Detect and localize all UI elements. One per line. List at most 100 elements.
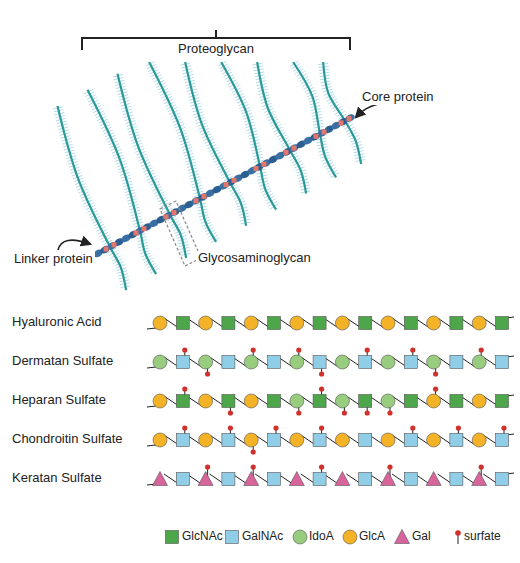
leader-arrow — [58, 240, 90, 250]
gag-row — [147, 386, 514, 415]
sulfate-dot — [410, 347, 415, 352]
figure-label: Linker protein — [12, 252, 95, 267]
core-protein — [92, 113, 356, 259]
link-site — [262, 162, 267, 167]
sugar-unit — [381, 472, 396, 486]
sulfate-dot — [365, 347, 370, 352]
sugar-unit — [290, 316, 304, 330]
sugar-unit — [427, 355, 441, 369]
sulfate-dot — [319, 386, 324, 391]
glycosidic-link — [147, 395, 514, 407]
sugar-unit — [335, 433, 349, 447]
sulfate-dot — [251, 347, 256, 352]
sulfate-dot — [319, 425, 324, 430]
gag-row — [147, 464, 514, 485]
sugar-unit — [244, 472, 259, 486]
link-site — [322, 130, 327, 135]
sulfate-dot — [479, 347, 484, 352]
sugar-unit — [222, 356, 235, 369]
sugar-unit — [359, 395, 372, 408]
legend-swatch — [166, 531, 179, 544]
sulfate-dot — [182, 386, 187, 391]
sugar-unit — [244, 316, 258, 330]
legend-swatch — [293, 530, 307, 544]
sugar-unit — [176, 317, 189, 330]
sugar-unit — [199, 355, 213, 369]
sulfate-dot — [182, 347, 187, 352]
sulfate-dot — [296, 410, 301, 415]
legend-label: surfate — [464, 530, 501, 544]
sugar-unit — [496, 356, 509, 369]
sugar-unit — [472, 316, 486, 330]
link-site — [104, 247, 109, 252]
row-label: Keratan Sulfate — [12, 471, 102, 486]
link-site — [202, 194, 207, 199]
sugar-unit — [268, 434, 281, 447]
sugar-unit — [153, 394, 167, 408]
link-site — [142, 226, 147, 231]
gag-row — [147, 425, 514, 454]
sugar-unit — [427, 394, 441, 408]
sugar-unit — [496, 395, 509, 408]
gag-row — [147, 347, 514, 376]
sugar-unit — [450, 356, 463, 369]
dashed-box — [160, 201, 201, 266]
chain-hair — [84, 89, 159, 273]
glycosidic-link — [147, 317, 514, 329]
row-label: Heparan Sulfate — [12, 393, 106, 408]
sugar-unit — [427, 316, 441, 330]
sulfate-dot — [296, 347, 301, 352]
sulfate-dot — [501, 425, 506, 430]
link-site — [232, 178, 237, 183]
gag-chain — [118, 74, 187, 258]
link-site — [339, 120, 344, 125]
sugar-unit — [313, 434, 326, 447]
sugar-unit — [199, 433, 213, 447]
legend-label: GalNAc — [242, 530, 283, 544]
legend-label: Gal — [412, 530, 431, 544]
sugar-unit — [313, 317, 326, 330]
sugar-unit — [404, 434, 417, 447]
sugar-unit — [496, 317, 509, 330]
sugar-unit — [289, 472, 304, 486]
sugar-unit — [198, 472, 213, 486]
sugar-unit — [222, 395, 235, 408]
sugar-unit — [244, 394, 258, 408]
sugar-unit — [450, 473, 463, 486]
gag-row — [147, 316, 514, 330]
sugar-unit — [404, 395, 417, 408]
sugar-unit — [176, 356, 189, 369]
sulfate-dot — [342, 410, 347, 415]
legend-swatch — [395, 530, 410, 544]
protein-bead — [134, 225, 146, 236]
gag-chain — [149, 62, 216, 242]
gag-chains — [147, 316, 514, 486]
legend-label: IdoA — [309, 530, 334, 544]
link-site — [134, 230, 139, 235]
sugar-unit — [335, 472, 350, 486]
sugar-unit — [381, 394, 395, 408]
sugar-unit — [244, 433, 258, 447]
sulfate-dot — [387, 410, 392, 415]
sugar-unit — [496, 434, 509, 447]
sugar-unit — [335, 394, 349, 408]
legend-label: GlcA — [359, 530, 385, 544]
glycosidic-link — [147, 434, 514, 446]
sugar-unit — [268, 317, 281, 330]
sugar-unit — [199, 394, 213, 408]
link-site — [314, 134, 319, 139]
row-label: Hyaluronic Acid — [12, 315, 102, 330]
sulfate-dot — [433, 371, 438, 376]
sugar-unit — [359, 473, 372, 486]
sugar-unit — [472, 355, 486, 369]
sugar-unit — [268, 395, 281, 408]
link-site — [194, 198, 199, 203]
sugar-unit — [427, 433, 441, 447]
sugar-unit — [313, 473, 326, 486]
sugar-unit — [335, 355, 349, 369]
sugar-unit — [472, 433, 486, 447]
sugar-unit — [426, 472, 441, 486]
sulfate-dot — [205, 371, 210, 376]
link-site — [224, 182, 229, 187]
sugar-unit — [359, 317, 372, 330]
